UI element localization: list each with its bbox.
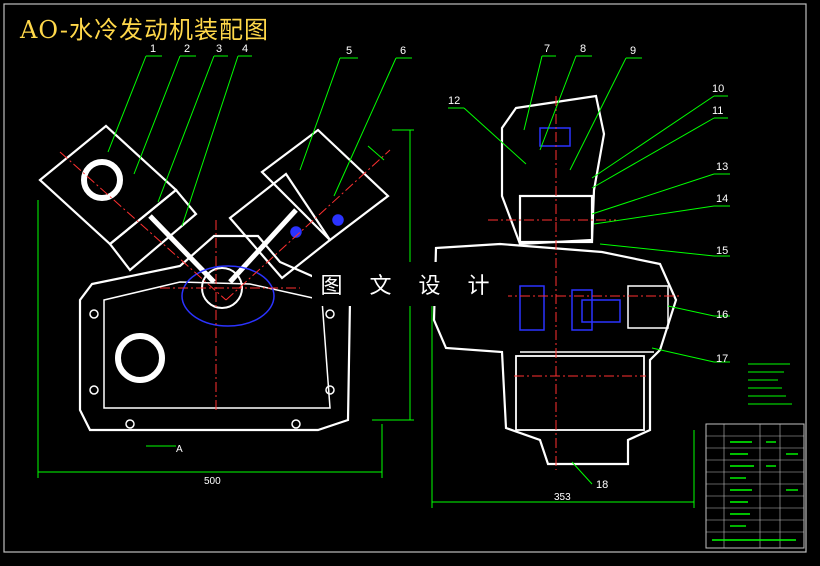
gearbox-section	[515, 355, 645, 431]
dimension-500: 500	[204, 476, 221, 487]
side-view-dimensions	[431, 300, 695, 508]
crank-bearing-bore	[115, 333, 165, 383]
callout-16: 16	[716, 309, 728, 321]
callout-8: 8	[580, 43, 586, 55]
output-flange	[627, 285, 669, 329]
drawing-title: AO-水冷发动机装配图	[20, 16, 269, 44]
callout-1: 1	[150, 43, 156, 55]
technical-notes	[748, 363, 792, 405]
callout-13: 13	[716, 161, 728, 173]
watermark: 图 文 设 计	[312, 262, 508, 306]
section-marker-a: A	[176, 444, 183, 455]
right-cylinder-head	[260, 128, 390, 242]
callout-10: 10	[712, 83, 724, 95]
side-view-blue-parts	[519, 127, 621, 331]
bolt-hole	[325, 385, 335, 395]
bolt-hole	[89, 385, 99, 395]
left-cylinder-bore	[81, 159, 123, 201]
callout-9: 9	[630, 45, 636, 57]
dimension-353: 353	[554, 492, 571, 503]
callout-3: 3	[216, 43, 222, 55]
callout-18: 18	[596, 479, 608, 491]
front-view-centerlines	[59, 149, 391, 410]
callout-17: 17	[716, 353, 728, 365]
bolt-hole	[291, 419, 301, 429]
bolt-hole	[125, 419, 135, 429]
callout-14: 14	[716, 193, 728, 205]
crankcase-section	[432, 242, 678, 466]
crankcase-inner	[103, 281, 331, 409]
connecting-rod	[228, 208, 298, 284]
right-cylinder-barrel	[228, 172, 332, 280]
cylinder-head-section	[500, 94, 606, 246]
front-view-dimensions	[37, 129, 414, 478]
drawing-border	[3, 3, 807, 553]
left-cylinder-barrel	[108, 188, 198, 272]
front-view-blue-parts	[181, 214, 344, 327]
crankcase-outline	[78, 234, 352, 432]
bolt-hole	[325, 309, 335, 319]
callout-7: 7	[544, 43, 550, 55]
title-block	[705, 423, 805, 549]
bolt-hole	[89, 309, 99, 319]
callout-6: 6	[400, 45, 406, 57]
left-cylinder-head	[38, 124, 178, 246]
callout-leaders	[107, 55, 730, 485]
side-view	[432, 94, 678, 466]
callout-12: 12	[448, 95, 460, 107]
callout-5: 5	[346, 45, 352, 57]
callout-11: 11	[712, 105, 723, 117]
callout-15: 15	[716, 245, 728, 257]
callout-2: 2	[184, 43, 190, 55]
callout-4: 4	[242, 43, 248, 55]
